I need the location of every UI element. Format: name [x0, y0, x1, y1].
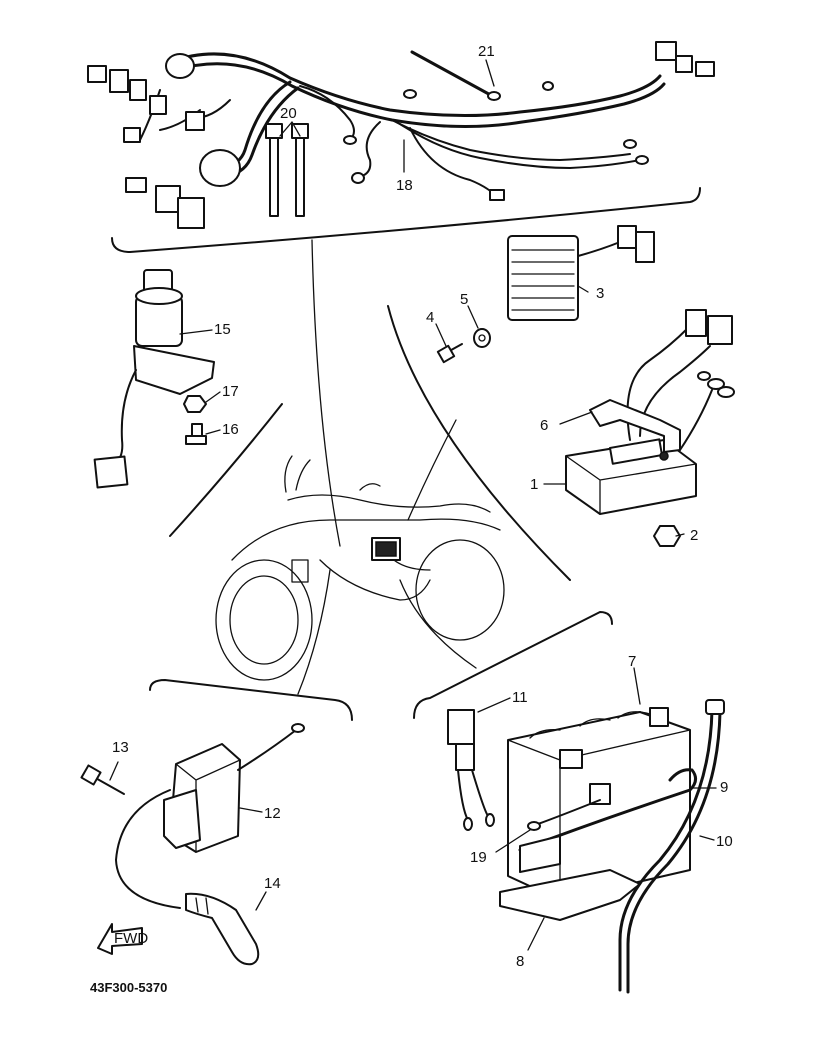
callout-9: 9 [720, 779, 728, 796]
cdi-section-bracket [387, 305, 571, 581]
spark-plug-cap [185, 892, 260, 966]
pointer-line-coil [297, 569, 331, 695]
callout-15: 15 [214, 321, 231, 338]
wire-harness [87, 41, 715, 229]
harness-section-bracket [111, 187, 701, 253]
pointer-line-cdi [407, 419, 457, 521]
cable-band-21 [410, 50, 498, 100]
bolt-4 [436, 343, 463, 364]
callout-17: 17 [222, 383, 239, 400]
battery-lead-19 [527, 799, 601, 831]
part-code: 43F300-5370 [90, 980, 167, 995]
callout-10: 10 [716, 833, 733, 850]
callout-16: 16 [222, 421, 239, 438]
callout-11: 11 [512, 689, 528, 706]
nut-17 [183, 395, 207, 413]
battery-section-bracket [413, 611, 613, 719]
bolt-13 [80, 764, 125, 795]
callout-3: 3 [596, 285, 604, 302]
callout-21: 21 [478, 43, 495, 60]
battery-band-9 [518, 768, 697, 873]
callout-5: 5 [460, 291, 468, 308]
callout-6: 6 [540, 417, 548, 434]
fwd-arrow-icon [97, 923, 143, 955]
callout-1: 1 [530, 476, 538, 493]
fuse-holder-11 [447, 709, 495, 831]
coil-section-bracket [149, 679, 353, 721]
motorcycle-left-bracket [169, 403, 283, 537]
cdi-bracket-6 [589, 399, 681, 461]
callout-19: 19 [470, 849, 487, 866]
callout-12: 12 [264, 805, 281, 822]
callout-18: 18 [396, 177, 413, 194]
pointer-line-battery [399, 579, 477, 669]
pointer-line-harness [311, 239, 341, 547]
callout-4: 4 [426, 309, 434, 326]
callout-20: 20 [280, 105, 297, 122]
fwd-label: FWD [114, 930, 148, 947]
motorcycle-outline [215, 455, 505, 681]
washer-5 [473, 328, 491, 348]
breather-pipe-10 [618, 699, 725, 994]
callout-7: 7 [628, 653, 636, 670]
battery-tray-8 [499, 869, 641, 921]
rectifier-regulator [507, 225, 655, 321]
leader-lines [109, 59, 717, 951]
callout-2: 2 [690, 527, 698, 544]
callout-8: 8 [516, 953, 524, 970]
bolt-16 [185, 423, 207, 445]
wire-clamps-20 [265, 123, 309, 217]
callout-13: 13 [112, 739, 129, 756]
callout-14: 14 [264, 875, 281, 892]
nut-2 [653, 525, 681, 547]
main-switch [93, 269, 215, 489]
ignition-coil [115, 723, 305, 909]
